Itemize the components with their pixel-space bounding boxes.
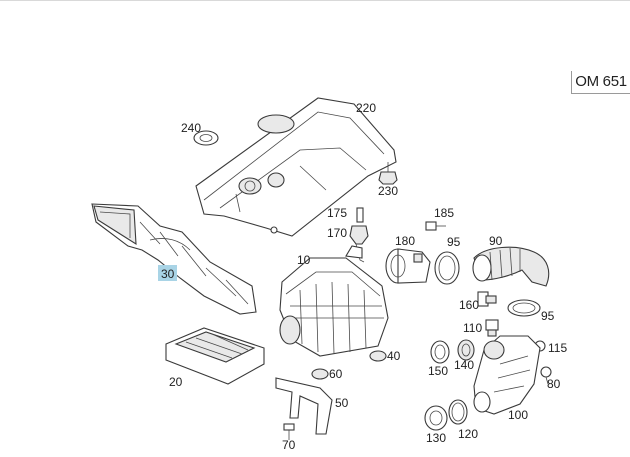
bracket-50-drawing[interactable] — [275, 377, 333, 435]
hose-clamp-95-lower-drawing[interactable] — [507, 299, 541, 317]
label-30-highlight — [158, 265, 177, 281]
connector-110-drawing[interactable] — [485, 319, 499, 337]
coupling-130-drawing[interactable] — [424, 405, 448, 431]
seal-140-drawing[interactable] — [457, 339, 475, 361]
filter-element-20-drawing[interactable] — [165, 327, 265, 385]
bolt-185-drawing[interactable] — [425, 221, 446, 231]
label-70[interactable]: 70 — [282, 438, 296, 452]
label-185[interactable]: 185 — [434, 206, 454, 220]
screw-175-drawing[interactable] — [356, 207, 364, 223]
ring-120-drawing[interactable] — [448, 399, 468, 425]
label-60[interactable]: 60 — [329, 367, 343, 381]
label-95-lower[interactable]: 95 — [541, 309, 555, 323]
label-175[interactable]: 175 — [327, 206, 347, 220]
grommet-40-drawing[interactable] — [369, 350, 387, 362]
label-10[interactable]: 10 — [297, 253, 311, 267]
grommet-60-drawing[interactable] — [311, 368, 329, 380]
label-220[interactable]: 220 — [356, 101, 376, 115]
screw-80-drawing[interactable] — [540, 366, 552, 385]
label-95-upper[interactable]: 95 — [447, 235, 461, 249]
air-mass-sensor-180-drawing[interactable] — [385, 248, 431, 284]
label-170[interactable]: 170 — [327, 226, 347, 240]
label-240[interactable]: 240 — [181, 121, 201, 135]
corrugated-hose-90-drawing[interactable] — [472, 246, 550, 287]
label-130[interactable]: 130 — [426, 431, 446, 445]
label-20[interactable]: 20 — [169, 375, 183, 389]
bolt-70-drawing[interactable] — [283, 423, 295, 440]
label-30[interactable]: 30 — [161, 267, 175, 281]
label-180[interactable]: 180 — [395, 234, 415, 248]
rubber-mount-230-drawing[interactable] — [378, 162, 398, 185]
label-90[interactable]: 90 — [489, 234, 503, 248]
intake-duct-30-drawing[interactable] — [91, 203, 257, 315]
label-115[interactable]: 115 — [548, 341, 567, 355]
air-filter-housing-10-drawing[interactable] — [279, 245, 389, 357]
label-120[interactable]: 120 — [458, 427, 478, 441]
grommet-240-drawing[interactable] — [193, 130, 219, 146]
label-160[interactable]: 160 — [459, 298, 479, 312]
hose-clamp-95-upper-drawing[interactable] — [434, 251, 460, 285]
fitting-160-drawing[interactable] — [477, 291, 497, 307]
charge-air-pipe-100-drawing[interactable] — [473, 335, 541, 415]
label-80[interactable]: 80 — [547, 377, 561, 391]
label-140[interactable]: 140 — [454, 358, 474, 372]
label-40[interactable]: 40 — [387, 349, 401, 363]
label-100[interactable]: 100 — [508, 408, 528, 422]
label-110[interactable]: 110 — [463, 321, 482, 335]
clamp-150-drawing[interactable] — [430, 340, 450, 364]
label-230[interactable]: 230 — [378, 184, 398, 198]
top-divider — [0, 0, 630, 1]
engine-cover-drawing[interactable] — [195, 97, 397, 237]
label-50[interactable]: 50 — [335, 396, 349, 410]
engine-model-label: OM 651 — [571, 71, 630, 94]
label-150[interactable]: 150 — [428, 364, 448, 378]
